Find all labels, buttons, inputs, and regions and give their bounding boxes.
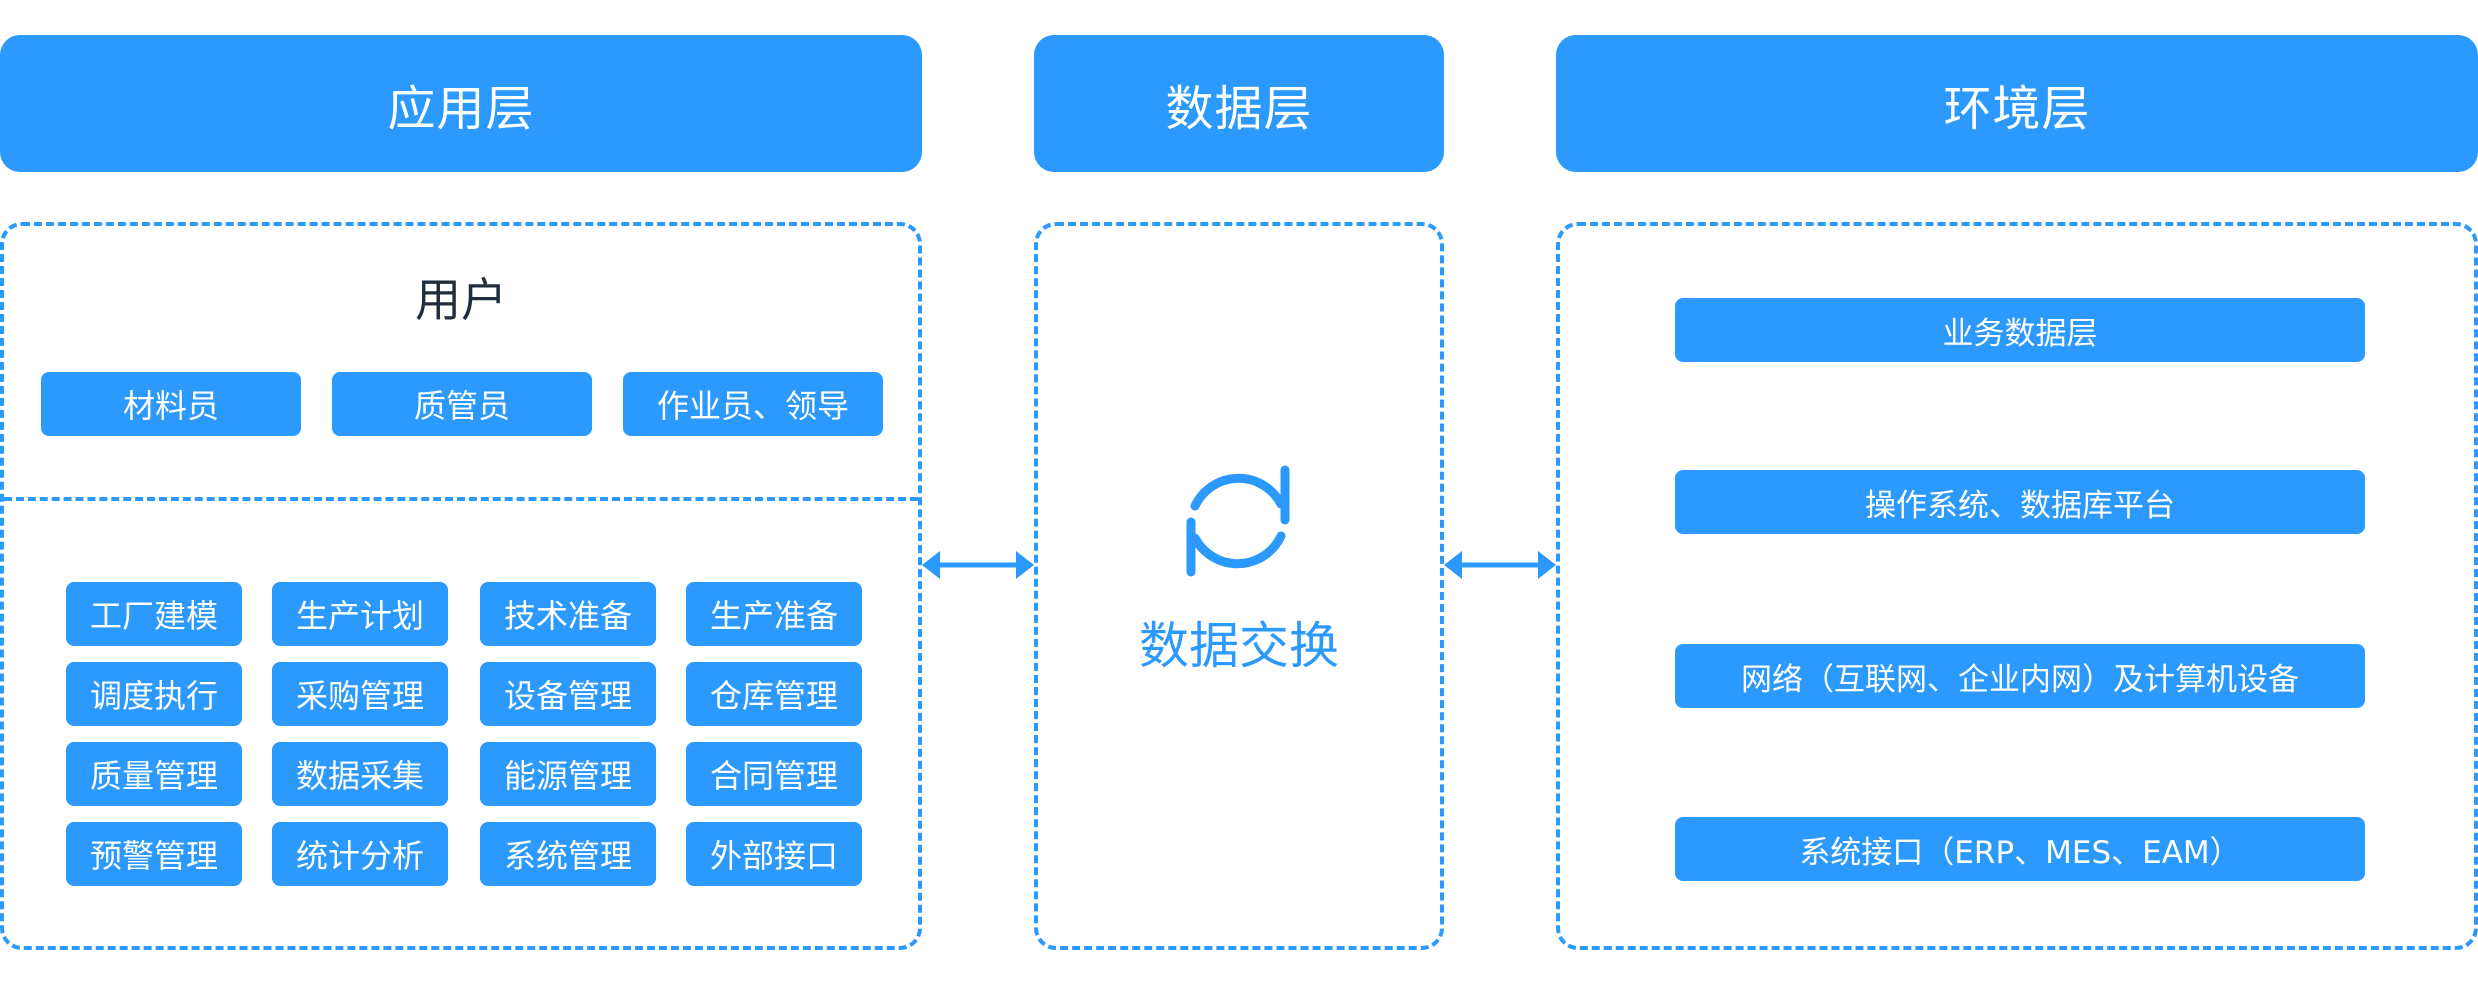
environment-item-chip: 系统接口（ERP、MES、EAM）: [1675, 817, 2365, 881]
environment-layer-header: 环境层: [1556, 35, 2478, 172]
environment-item-chip: 操作系统、数据库平台: [1675, 470, 2365, 534]
bidirectional-arrow-icon: [922, 551, 1034, 579]
module-chip: 外部接口: [686, 822, 862, 886]
environment-item-chip: 业务数据层: [1675, 298, 2365, 362]
bidirectional-arrow-icon: [1444, 551, 1556, 579]
module-chip: 生产计划: [272, 582, 448, 646]
module-chip: 仓库管理: [686, 662, 862, 726]
data-exchange-label: 数据交换: [1139, 617, 1339, 675]
section-divider: [4, 497, 918, 501]
module-chip: 数据采集: [272, 742, 448, 806]
environment-layer-panel: 业务数据层 操作系统、数据库平台 网络（互联网、企业内网）及计算机设备 系统接口…: [1556, 222, 2478, 950]
module-chip: 系统管理: [480, 822, 656, 886]
module-chip: 技术准备: [480, 582, 656, 646]
module-chip: 预警管理: [66, 822, 242, 886]
application-layer-header: 应用层: [0, 35, 922, 172]
user-chip: 作业员、领导: [623, 372, 883, 436]
users-section-title: 用户: [415, 273, 507, 327]
environment-layer-title: 环境层: [1943, 80, 2091, 137]
module-chip: 工厂建模: [66, 582, 242, 646]
data-layer-header: 数据层: [1034, 35, 1444, 172]
application-layer-title: 应用层: [387, 80, 535, 137]
module-chip: 质量管理: [66, 742, 242, 806]
module-chip: 能源管理: [480, 742, 656, 806]
application-layer-panel: 用户 材料员 质管员 作业员、领导 工厂建模 生产计划 技术准备 生产准备 调度…: [0, 222, 922, 950]
module-chip: 统计分析: [272, 822, 448, 886]
data-layer-title: 数据层: [1165, 80, 1313, 137]
module-chip: 设备管理: [480, 662, 656, 726]
module-chip: 调度执行: [66, 662, 242, 726]
module-chip: 采购管理: [272, 662, 448, 726]
refresh-cycle-icon: [1186, 465, 1290, 577]
data-layer-panel: 数据交换: [1034, 222, 1444, 950]
user-chip: 质管员: [332, 372, 592, 436]
environment-item-chip: 网络（互联网、企业内网）及计算机设备: [1675, 644, 2365, 708]
user-chip: 材料员: [41, 372, 301, 436]
module-chip: 生产准备: [686, 582, 862, 646]
module-chip: 合同管理: [686, 742, 862, 806]
